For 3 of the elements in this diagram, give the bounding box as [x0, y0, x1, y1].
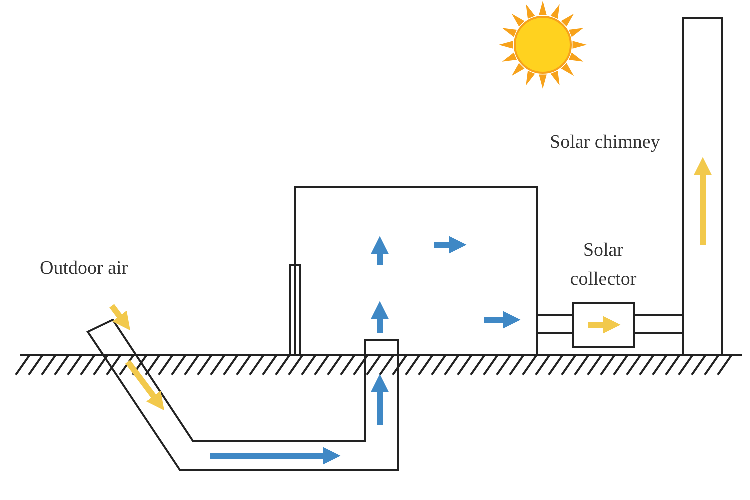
component-label: Outdoor air [40, 258, 128, 280]
component-label: Solar collector [569, 239, 638, 292]
component-label: Solar chimney [550, 132, 660, 154]
